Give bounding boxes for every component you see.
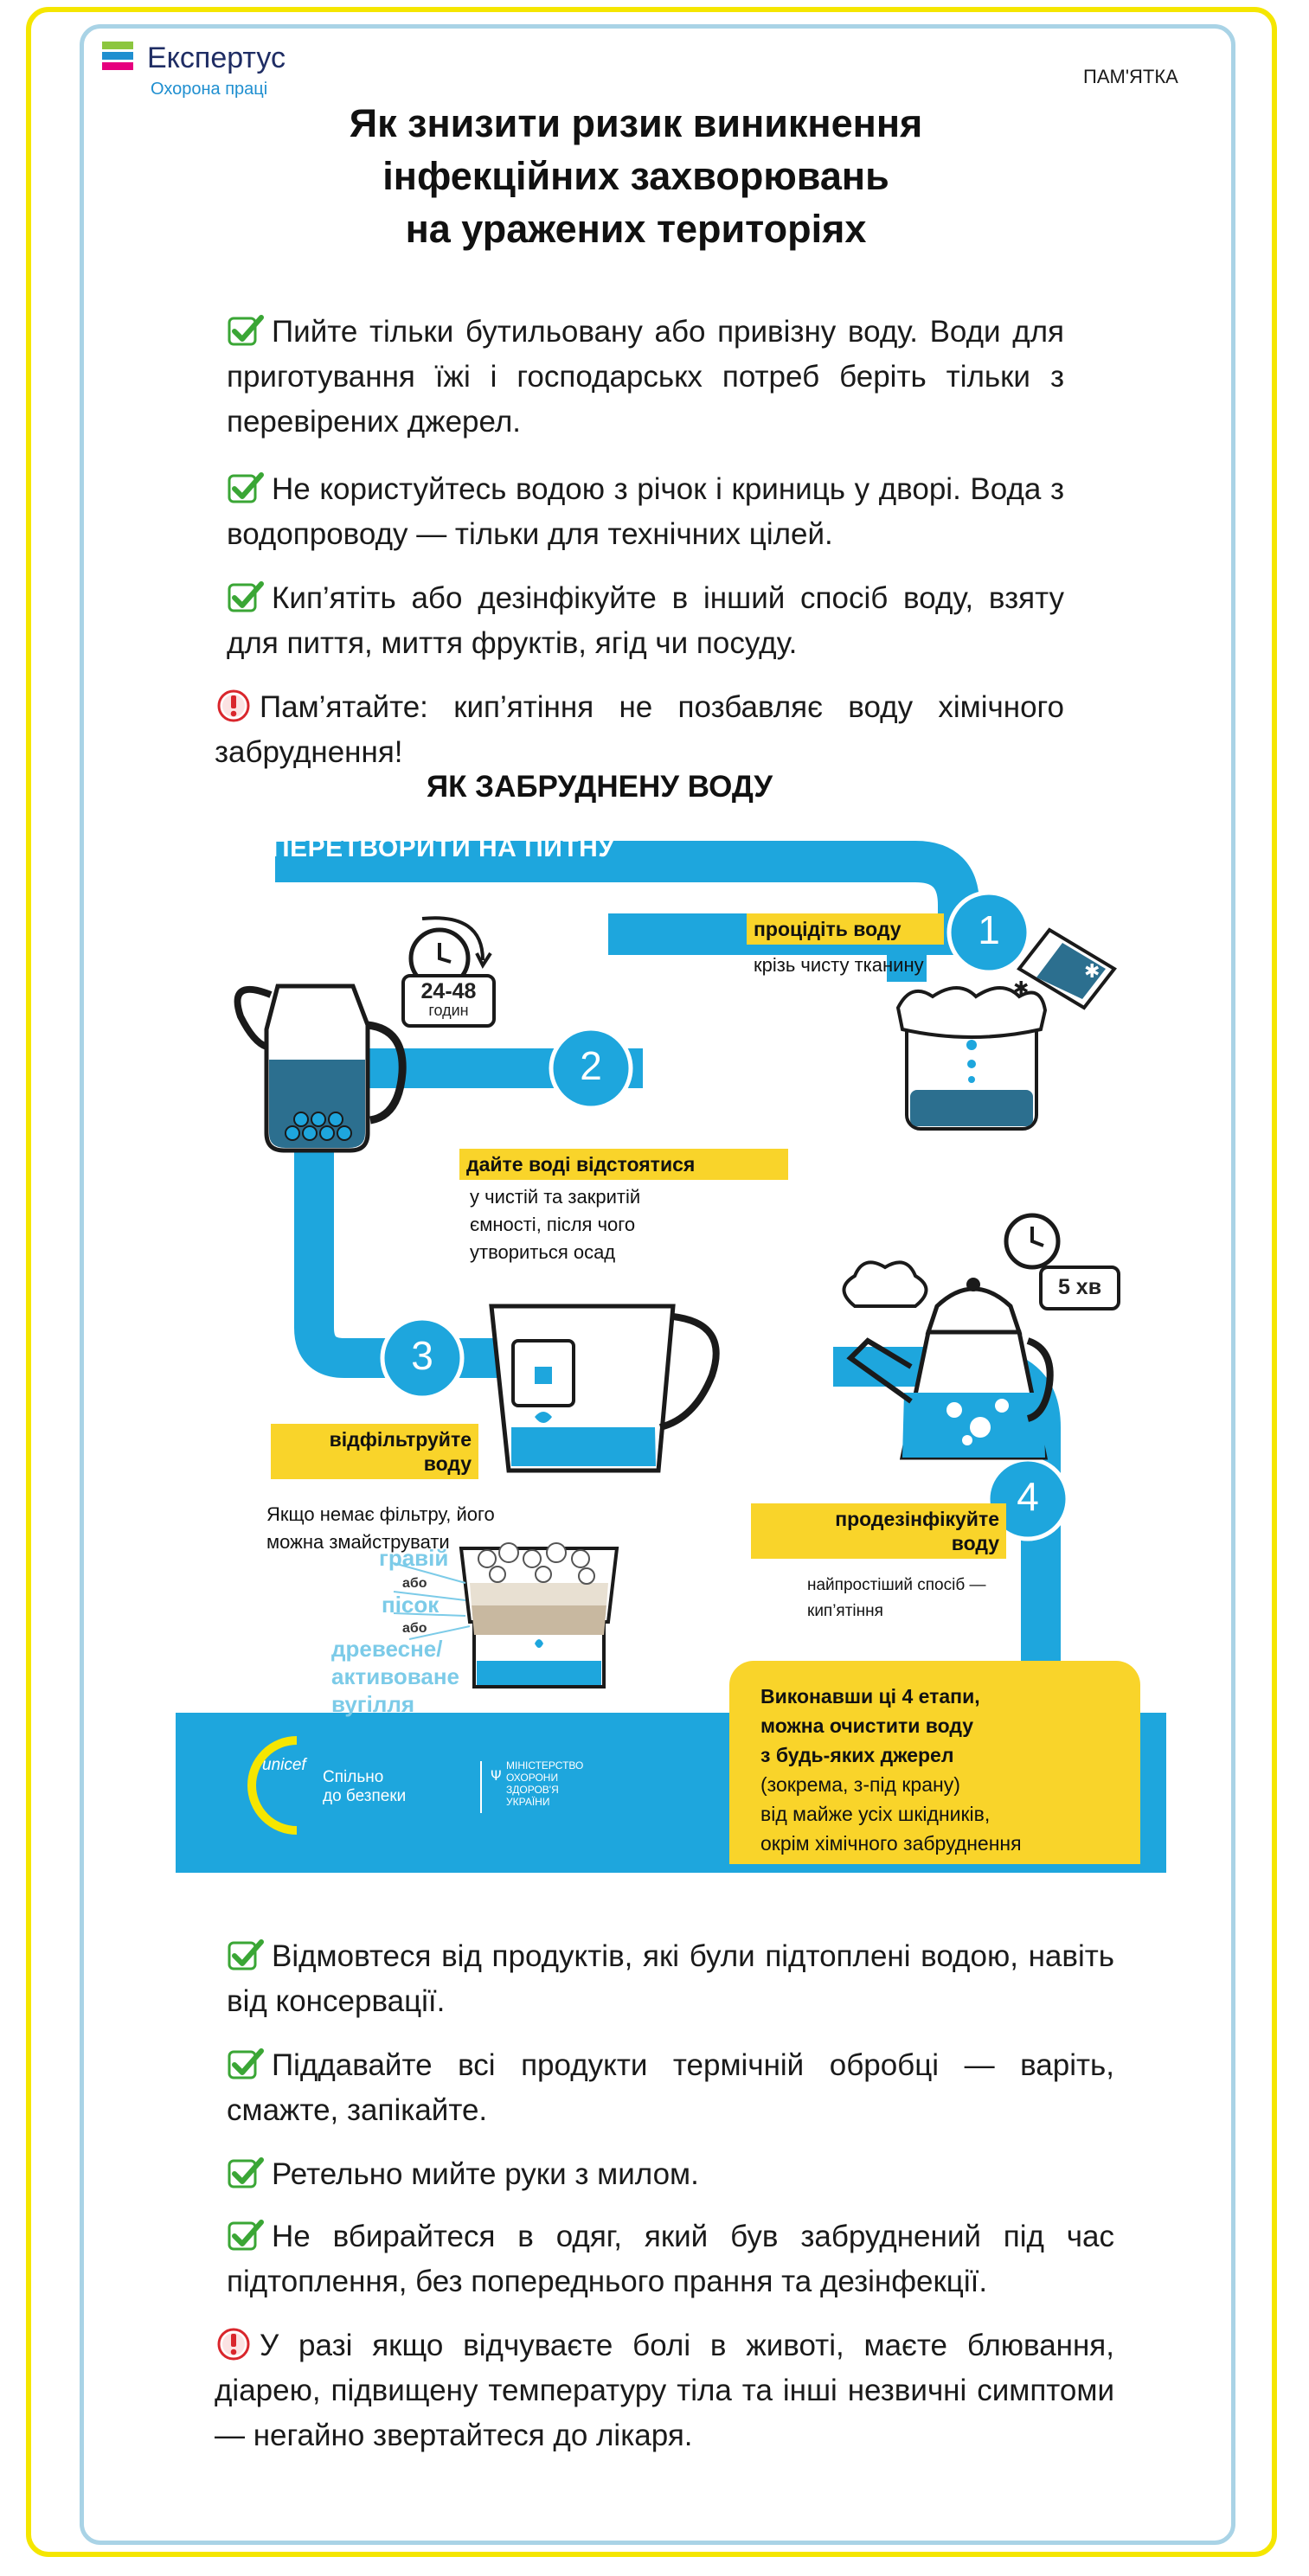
filter-layer-charcoal: древесне/ активоване вугілля — [331, 1635, 459, 1718]
ministry-line: МІНІСТЕРСТВО — [506, 1759, 584, 1772]
jar-with-cloth-illustration: ✱ ✱ — [895, 927, 1117, 1131]
check-icon — [228, 581, 264, 612]
memo-label: ПАМ'ЯТКА — [1083, 66, 1178, 87]
step-1-number: 1 — [978, 907, 1000, 952]
tip-item: Пам’ятайте: кип’ятіння не позбавляє воду… — [215, 685, 1064, 775]
tip-item: Не користуйтесь водою з річок і криниць … — [227, 467, 1064, 557]
tip-item: Відмовтеся від продуктів, які були підто… — [227, 1934, 1114, 2024]
step-3-label: відфільтруйте воду — [271, 1424, 478, 1479]
step-3-label-line2: воду — [423, 1452, 472, 1475]
step-3-circle — [380, 1316, 465, 1400]
charcoal-line2: активоване — [331, 1663, 459, 1689]
tip-text: Піддавайте всі продукти термічній обробц… — [227, 2048, 1114, 2127]
filter-or-1: або — [402, 1576, 427, 1591]
svg-text:✱: ✱ — [1084, 961, 1100, 983]
logo-bars-icon — [102, 42, 133, 73]
tip-text: Ретельно мийте руки з милом. — [272, 2157, 699, 2191]
ministry-line: ОХОРОНИ — [506, 1772, 559, 1784]
check-icon — [228, 2220, 264, 2251]
infographic-title: ЯК ЗАБРУДНЕНУ ВОДУ — [426, 770, 773, 804]
tip-text: Пийте тільки бутильовану або привізну во… — [227, 315, 1064, 439]
result-bold-line: можна очистити воду — [760, 1714, 974, 1737]
filter-layer-gravel: гравій — [379, 1545, 449, 1571]
step-2-note: у чистій та закритій ємності, після чого… — [470, 1186, 641, 1263]
svg-text:✱: ✱ — [1013, 978, 1029, 1000]
result-bold-line: з будь-яких джерел — [760, 1744, 954, 1766]
warning-icon — [217, 689, 250, 722]
step-3-number: 3 — [411, 1333, 433, 1378]
step-2-number: 2 — [580, 1043, 602, 1088]
unicef-logo: unicef — [262, 1756, 306, 1774]
result-bold-line: Виконавши ці 4 етапи, — [760, 1685, 980, 1708]
check-icon — [228, 2157, 264, 2188]
step-3-label-line1: відфільтруйте — [329, 1428, 472, 1451]
result-line: від майже усіх шкідників, — [760, 1803, 991, 1825]
ministry-line: ЗДОРОВ'Я — [506, 1784, 559, 1796]
step-4-label-line2: воду — [951, 1532, 999, 1554]
step-3-note: Якщо немає фільтру, його можна змайструв… — [266, 1503, 495, 1553]
step-2-timer-value: 24-48 — [420, 979, 477, 1003]
title-line: на уражених територіях — [405, 207, 867, 251]
tip-item: Піддавайте всі продукти термічній обробц… — [227, 2043, 1114, 2133]
logo-subtitle: Охорона праці — [151, 80, 268, 99]
tip-text: Пам’ятайте: кип’ятіння не позбавляє воду… — [215, 690, 1064, 769]
pipe-title: ПЕРЕТВОРИТИ НА ПИТНУ — [271, 834, 615, 862]
title-line: Як знизити ризик виникнення — [349, 101, 923, 145]
inner-blue-frame — [80, 24, 1235, 2545]
check-icon — [228, 315, 264, 346]
warning-icon — [217, 2328, 250, 2361]
together-for-safety: Спільно до безпеки — [323, 1768, 406, 1806]
ministry-logo-text: МІНІСТЕРСТВО ОХОРОНИ ЗДОРОВ'Я УКРАЇНИ — [506, 1759, 583, 1808]
tip-item: Кип’ятіть або дезінфікуйте в інший спосі… — [227, 576, 1064, 666]
check-icon — [228, 1939, 264, 1970]
outer-yellow-frame — [26, 7, 1277, 2557]
filter-pitcher-illustration — [489, 1304, 720, 1473]
step-4-note: найпростіший спосіб — кип’ятіння — [807, 1576, 986, 1620]
together-line1: Спільно — [323, 1768, 384, 1786]
logo-name: Експертус — [147, 42, 286, 74]
tip-item: Не вбирайтеся в одяг, який був забруднен… — [227, 2214, 1114, 2304]
page-title: Як знизити ризик виникнення інфекційних … — [147, 97, 1125, 255]
tip-text: Відмовтеся від продуктів, які були підто… — [227, 1939, 1114, 2018]
step-4-number: 4 — [1017, 1474, 1039, 1519]
step-2-timer: 24-48 годин — [403, 980, 494, 1018]
step-1-circle — [946, 890, 1031, 975]
tip-item: Ретельно мийте руки з милом. — [227, 2152, 1114, 2197]
together-line2: до безпеки — [323, 1787, 407, 1805]
tip-text: У разі якщо відчуваєте болі в животі, ма… — [215, 2329, 1114, 2452]
result-line: (зокрема, з-під крану) — [760, 1773, 960, 1796]
tip-text: Не користуйтесь водою з річок і криниць … — [227, 472, 1064, 551]
water-purification-infographic: ЯК ЗАБРУДНЕНУ ВОДУ ✱ ✱ — [176, 770, 1171, 1877]
step-1-label: процідіть воду — [747, 913, 944, 945]
step-1-note: крізь чисту тканину — [754, 954, 924, 976]
ministry-line: УКРАЇНИ — [506, 1796, 550, 1808]
boiling-kettle-illustration — [842, 1213, 1120, 1460]
filter-layer-sand: пісок — [382, 1592, 440, 1618]
tip-item: Пийте тільки бутильовану або привізну во… — [227, 310, 1064, 445]
tip-text: Кип’ятіть або дезінфікуйте в інший спосі… — [227, 581, 1064, 660]
filter-or-2: або — [402, 1621, 427, 1636]
unicef-arc — [247, 1736, 298, 1835]
step-4-timer: 5 хв — [1057, 1275, 1102, 1299]
partner-divider — [480, 1761, 482, 1813]
step-2-timer-unit: годин — [428, 1002, 469, 1019]
tip-item: У разі якщо відчуваєте болі в животі, ма… — [215, 2323, 1114, 2458]
diy-filter-illustration — [393, 1542, 619, 1688]
check-icon — [228, 472, 264, 503]
check-icon — [228, 2048, 264, 2079]
tip-text: Не вбирайтеся в одяг, який був забруднен… — [227, 2220, 1114, 2298]
step-4-label-line1: продезінфікуйте — [835, 1508, 999, 1530]
step-4-label: продезінфікуйте воду — [751, 1503, 1006, 1559]
result-line: окрім хімічного забруднення — [760, 1832, 1022, 1855]
settling-jug-illustration — [234, 916, 496, 1153]
trident-icon: Ψ — [491, 1767, 502, 1784]
pipe-illustration: ✱ ✱ — [176, 841, 1166, 1873]
result-box: Виконавши ці 4 етапи, можна очистити вод… — [729, 1661, 1140, 1864]
step-2-label: дайте воді відстоятися — [459, 1149, 788, 1180]
title-line: інфекційних захворювань — [382, 154, 889, 198]
step-2-circle — [549, 1026, 633, 1111]
charcoal-line3: вугілля — [331, 1691, 415, 1717]
charcoal-line1: древесне/ — [331, 1636, 443, 1662]
